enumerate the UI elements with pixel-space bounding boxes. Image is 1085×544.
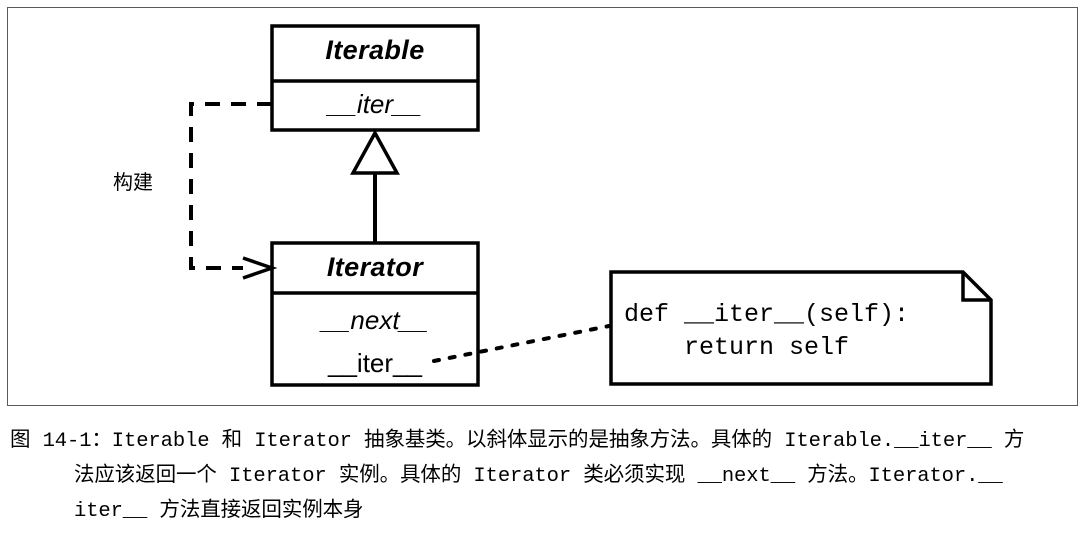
figure-caption-line-3: iter__ 方法直接返回实例本身 [74,500,364,523]
figure-caption: 图 14-1：Iterable 和 Iterator 抽象基类。以斜体显示的是抽… [10,424,1080,529]
note-code-text: def __iter__(self): return self [624,300,910,362]
uml-diagram-canvas [189,24,993,387]
dependency-dashed-path [189,102,272,270]
class-name-iterator: Iterator [326,252,424,282]
generalization-arrow[interactable] [350,129,400,243]
dependency-arrow[interactable] [189,102,278,280]
figure-caption-line-1: 图 14-1：Iterable 和 Iterator 抽象基类。以斜体显示的是抽… [10,430,1025,453]
class-member-iterator-iter: __iter__ [328,348,422,378]
class-box-iterable-outline [270,24,480,132]
class-member-iterable-iter: __iter__ [328,89,422,119]
figure-caption-line-2: 法应该返回一个 Iterator 实例。具体的 Iterator 类必须实现 _… [74,465,1003,488]
dependency-open-arrowhead-icon [242,256,278,280]
note-box[interactable] [609,270,993,386]
generalization-hollow-triangle-icon [350,129,400,175]
class-member-iterator-next: __next__ [321,305,429,335]
note-folded-corner-icon [961,272,991,302]
dependency-label: 构建 [113,172,153,194]
note-box-outline [609,270,993,386]
class-name-iterable: Iterable [325,35,425,65]
class-box-iterable[interactable] [270,24,480,132]
note-link-dotted-line [432,323,616,363]
